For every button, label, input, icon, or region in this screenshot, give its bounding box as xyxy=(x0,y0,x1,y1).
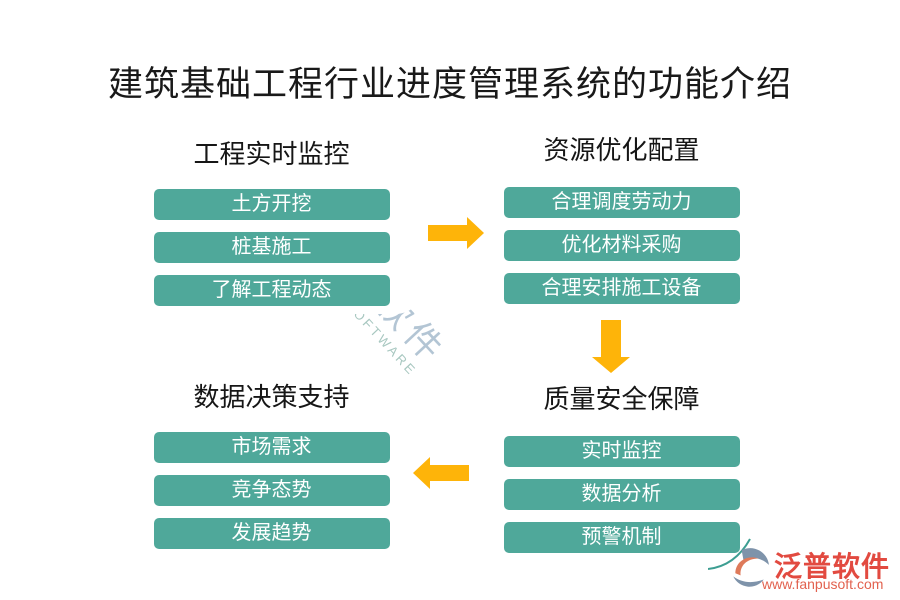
feature-pill: 市场需求 xyxy=(153,432,390,463)
brand-logo: 泛普软件 www.fanpusoft.com xyxy=(708,538,896,595)
flow-arrow-down-icon xyxy=(592,320,630,373)
feature-pill: 竞争态势 xyxy=(153,475,390,506)
feature-box-data-decision: 数据决策支持 市场需求 竞争态势 发展趋势 xyxy=(118,371,425,557)
feature-pill: 土方开挖 xyxy=(153,189,390,220)
feature-box-project-monitoring: 工程实时监控 土方开挖 桩基施工 了解工程动态 xyxy=(118,128,425,314)
feature-pill: 合理调度劳动力 xyxy=(503,187,740,218)
brand-name: 泛普软件 xyxy=(774,552,891,583)
feature-pill: 优化材料采购 xyxy=(503,230,740,261)
brand-swoosh-line xyxy=(708,538,751,570)
page-title: 建筑基础工程行业进度管理系统的功能介绍 xyxy=(107,65,792,104)
feature-pill: 合理安排施工设备 xyxy=(503,273,740,304)
box-title: 质量安全保障 xyxy=(543,385,700,414)
box-title: 资源优化配置 xyxy=(543,136,700,165)
box-title: 数据决策支持 xyxy=(193,383,350,412)
flow-arrow-right-icon xyxy=(428,217,484,249)
feature-pill: 发展趋势 xyxy=(153,518,390,549)
box-title: 工程实时监控 xyxy=(193,140,350,169)
brand-crescent-icon xyxy=(733,548,769,587)
feature-box-quality-safety: 质量安全保障 实时监控 数据分析 预警机制 xyxy=(468,373,775,563)
feature-pill: 实时监控 xyxy=(503,436,740,467)
feature-pill: 预警机制 xyxy=(503,522,740,553)
brand-url: www.fanpusoft.com xyxy=(762,576,884,592)
feature-pill: 了解工程动态 xyxy=(153,275,390,306)
feature-pill: 数据分析 xyxy=(503,479,740,510)
flow-arrow-left-icon xyxy=(413,457,469,489)
feature-box-resource-optimization: 资源优化配置 合理调度劳动力 优化材料采购 合理安排施工设备 xyxy=(468,124,775,318)
feature-pill: 桩基施工 xyxy=(153,232,390,263)
